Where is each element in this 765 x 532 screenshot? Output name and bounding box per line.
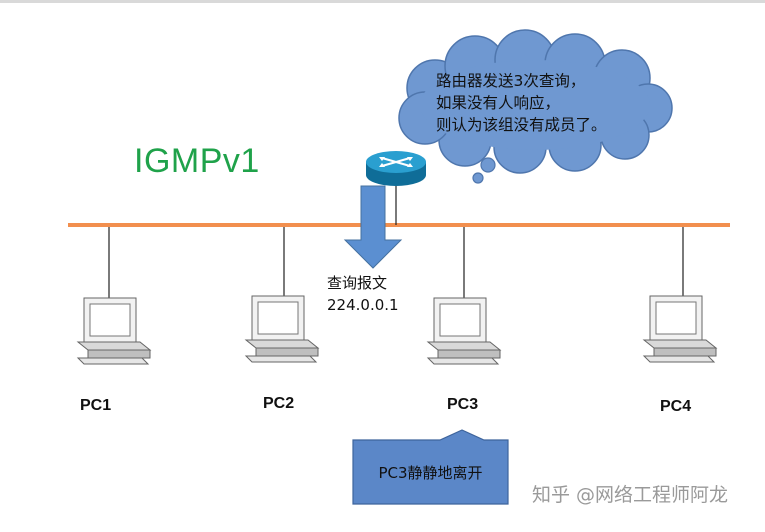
pc1-icon [76,297,152,365]
cloud-line-1: 路由器发送3次查询， [436,72,586,90]
cloud-text: 路由器发送3次查询， 如果没有人响应， 则认为该组没有成员了。 [436,70,666,136]
thought-cloud [398,29,673,184]
pc2-icon [244,295,320,363]
pc2-label: PC2 [263,395,295,412]
watermark-text: 知乎 @网络工程师阿龙 [532,484,729,506]
query-arrow [343,185,403,269]
pc3-leave-callout: PC3静静地离开 [378,463,483,482]
pc3-icon [426,297,502,365]
leave-callout-shape [352,429,509,505]
cloud-line-3: 则认为该组没有成员了。 [436,116,607,134]
query-message-address: 224.0.0.1 [327,296,399,314]
query-message-name: 查询报文 [327,274,388,292]
pc1-label: PC1 [80,397,112,414]
pc3-label: PC3 [447,396,479,413]
router-icon [366,151,426,186]
top-border-line [0,0,765,3]
protocol-title: IGMPv1 [134,142,260,180]
pc4-label: PC4 [660,398,692,415]
cloud-line-2: 如果没有人响应， [436,94,561,112]
query-message-label: 查询报文 224.0.0.1 [327,272,399,316]
pc4-icon [642,295,718,363]
